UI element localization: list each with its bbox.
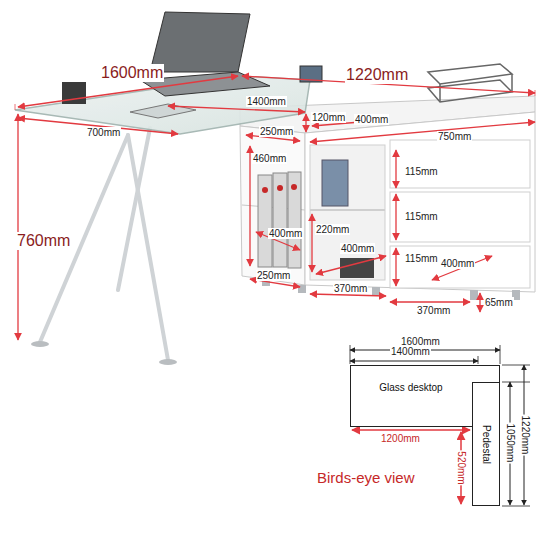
dimension-label: 115mm [404, 166, 439, 177]
dimension-label: 115mm [404, 211, 439, 222]
dimension-label: 370mm [416, 305, 451, 316]
part-name: Pedestal [481, 425, 492, 464]
pedestal-outline: Pedestal [472, 382, 500, 506]
dimension-label: 760mm [16, 232, 71, 250]
dimension-label: 520mm [456, 450, 467, 485]
dimension-label: 1200mm [380, 433, 421, 444]
dimension-label: 250mm [256, 270, 291, 281]
dimension-label: 115mm [404, 253, 439, 264]
dimension-label: 400mm [440, 258, 475, 269]
part-name: Glass desktop [379, 382, 442, 393]
dimension-label: 1220mm [520, 415, 531, 456]
dimension-label: 750mm [437, 131, 472, 142]
view-caption: Birds-eye view [316, 470, 416, 487]
dimension-label: 120mm [311, 112, 346, 123]
dimension-label: 400mm [268, 228, 303, 239]
dimension-label: 1220mm [345, 66, 409, 84]
dimension-label: 400mm [340, 243, 375, 254]
dimension-label: 460mm [252, 153, 287, 164]
dimension-label: 220mm [315, 224, 350, 235]
dimension-label: 1400mm [246, 96, 287, 107]
dimension-label: 65mm [484, 297, 514, 308]
dimension-label: 1050mm [505, 423, 516, 464]
dimension-label: 400mm [354, 114, 389, 125]
dimension-label: 700mm [86, 127, 121, 138]
dimension-label: 370mm [333, 283, 368, 294]
dimension-label: 1600mm [100, 64, 164, 82]
dimension-label: 1400mm [390, 346, 431, 357]
dimension-label: 250mm [259, 126, 294, 137]
